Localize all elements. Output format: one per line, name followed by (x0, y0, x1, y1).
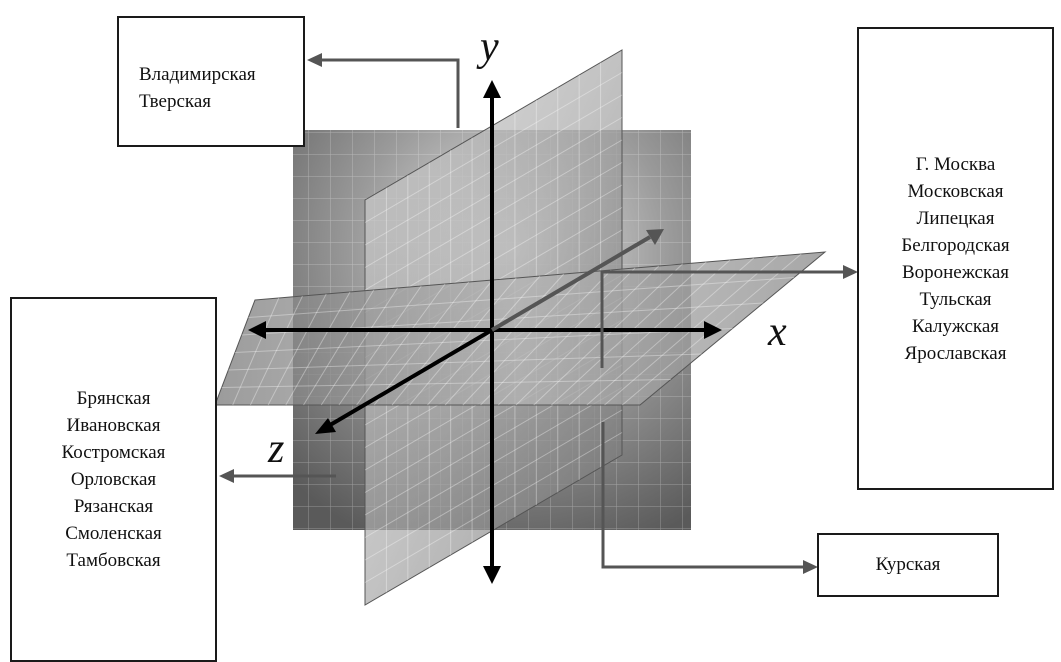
grid-line (568, 259, 731, 406)
grid-line (249, 295, 303, 406)
y-axis-label: y (476, 24, 499, 70)
box-bottom-right: Курская (817, 533, 999, 597)
grid-line (427, 275, 541, 406)
box-left-line: Тамбовская (66, 550, 161, 571)
connector-bottom (601, 422, 805, 569)
connector-right (600, 270, 845, 368)
grid-line (551, 261, 707, 406)
grid-line (373, 281, 470, 406)
connector-top-left (320, 58, 460, 128)
box-left-line: Костромская (61, 442, 166, 463)
box-right-line: Воронежская (901, 261, 1010, 283)
box-left: Брянская Ивановская Костромская Орловска… (10, 297, 217, 662)
box-left-line: Брянская (76, 388, 151, 409)
connector-bottom-head (803, 560, 818, 574)
box-top-left-line: Владимирская (139, 64, 256, 85)
grid-line (232, 297, 280, 406)
box-right-line: Калужская (911, 315, 1000, 337)
grid-line (221, 379, 671, 388)
connector-right-head (843, 265, 858, 279)
box-right-line: Липецкая (916, 207, 995, 229)
grid-line (391, 279, 493, 406)
box-left-line: Смоленская (65, 523, 162, 544)
grid-line (338, 285, 422, 406)
box-top-left: Владимирская Тверская (117, 16, 305, 147)
grid-line (533, 263, 683, 406)
grid-line (515, 265, 660, 406)
grid-line (228, 353, 702, 371)
grid-line (303, 289, 375, 406)
box-right-line: Белгородская (901, 234, 1010, 256)
grid-line (320, 287, 398, 406)
y-axis-arrow-down (483, 566, 501, 584)
grid-line (285, 291, 351, 406)
box-top-left-line: Тверская (139, 91, 212, 112)
box-left-line: Орловская (70, 469, 157, 490)
box-left-line: Рязанская (73, 496, 154, 517)
z-axis-arrow (315, 418, 336, 434)
connector-left-head (219, 469, 234, 483)
connectors (219, 53, 858, 574)
z-axis-back (490, 235, 652, 332)
box-bottom-right-line: Курская (875, 554, 941, 575)
connector-top-left-head (307, 53, 322, 67)
z-axis-line (323, 328, 494, 430)
grid-line (480, 269, 612, 406)
axes (248, 80, 722, 584)
y-axis-arrow-up (483, 80, 501, 98)
x-axis-arrow-right (704, 321, 722, 339)
grid-line (409, 277, 517, 406)
grid-line (497, 267, 636, 406)
box-right-line: Московская (907, 180, 1004, 202)
grid-line (444, 273, 565, 406)
box-right-line: Ярославская (904, 342, 1007, 364)
z-axis-back-arrow (646, 229, 664, 245)
x-axis-label: x (767, 309, 787, 355)
z-axis-label: z (267, 426, 284, 472)
grid-line (248, 277, 795, 318)
box-right: Г. Москва Московская Липецкая Белгородск… (857, 27, 1054, 490)
grid-line (356, 283, 446, 406)
box-right-line: Г. Москва (915, 153, 996, 175)
box-right-line: Тульская (919, 288, 992, 310)
x-axis-arrow-left (248, 321, 266, 339)
grid-line (234, 328, 733, 353)
grid-line (462, 271, 588, 406)
grid-line (267, 293, 327, 406)
box-left-line: Ивановская (66, 415, 161, 436)
